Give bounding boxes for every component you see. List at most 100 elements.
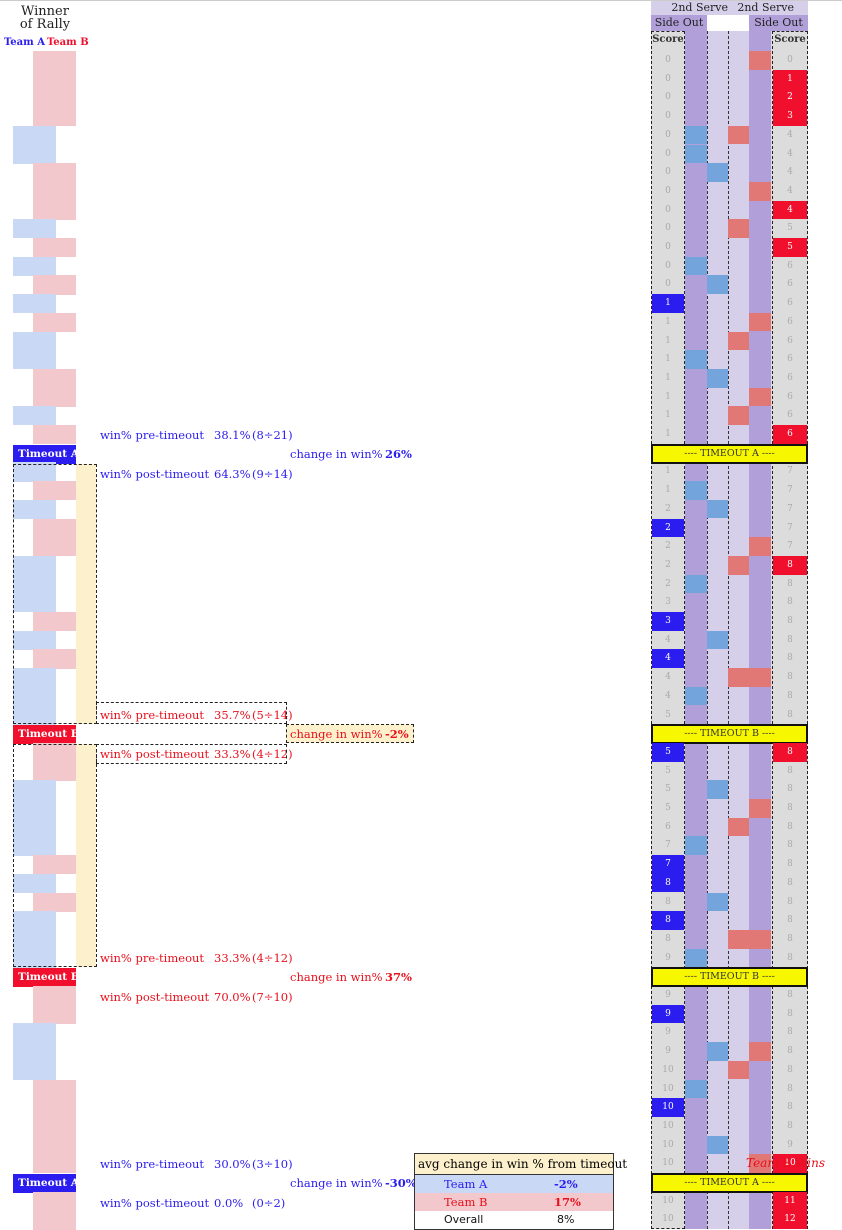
rally-block-22	[13, 462, 56, 482]
serve-a-text: 2nd Serve	[671, 1, 728, 14]
score-a-53: 10	[662, 1083, 674, 1094]
timeout-bar-1: ---- TIMEOUT A ----	[651, 443, 808, 464]
serve-cell-1	[685, 125, 707, 145]
score-b-52: 8	[787, 1064, 793, 1075]
rally-block-50	[13, 1023, 56, 1043]
score-b-21: 6	[773, 425, 807, 444]
avg-row-team-b: Team B 17%	[415, 1193, 613, 1211]
sideout-b-text: Side Out	[754, 16, 803, 29]
serve-cell-21	[707, 275, 728, 295]
score-b-44: 8	[787, 896, 793, 907]
pre-frac-2: (5÷14)	[252, 708, 293, 723]
post-pct-3: 70.0%	[214, 990, 251, 1005]
rally-block-19	[33, 387, 76, 407]
score-b-27: 8	[773, 555, 807, 575]
score-b-14: 6	[787, 298, 793, 309]
sideout-header-b: Side Out	[749, 15, 808, 31]
serve-header-b: 2nd Serve	[728, 0, 808, 15]
score-a-34: 4	[665, 690, 671, 701]
score-b-30: 8	[787, 616, 793, 626]
score-a-54: 10	[652, 1098, 684, 1117]
rally-block-58	[33, 1191, 76, 1211]
score-a-35: 5	[665, 709, 671, 720]
serve-cell-34	[749, 668, 771, 687]
pre-frac-3: (4÷12)	[252, 951, 293, 966]
rally-block-32	[33, 649, 76, 669]
rally-block-28	[13, 574, 56, 594]
serve-cell-19	[728, 1060, 749, 1080]
serve-cell-18	[685, 1079, 707, 1099]
avg-value-team-a: -2%	[554, 1177, 578, 1191]
serve-cell-30	[749, 181, 771, 201]
rally-block-9	[33, 200, 76, 220]
change-value-4: -30%	[385, 1176, 417, 1190]
rally-block-38	[13, 780, 56, 800]
rally-block-21	[33, 425, 76, 445]
score-a-37: 5	[665, 765, 671, 776]
serve-cell-13	[728, 668, 749, 687]
score-a-27: 2	[665, 559, 671, 570]
bracket-1-outline	[13, 463, 97, 725]
heading-line2: of Rally	[19, 17, 71, 32]
bracket-2-outline	[13, 744, 97, 968]
timeout-label-1: Timeout A	[13, 444, 76, 464]
score-b-19: 6	[787, 391, 793, 402]
score-a-41: 7	[665, 840, 671, 851]
score-a-49: 9	[652, 1004, 684, 1024]
serve-cell-28	[707, 1135, 728, 1155]
pre-label-3: win% pre-timeout	[100, 951, 205, 966]
serve-cell-12	[685, 686, 707, 706]
score-a-1: 0	[665, 55, 671, 65]
rally-block-25	[33, 518, 76, 538]
sep-b	[728, 31, 729, 1230]
score-a-44: 8	[665, 896, 671, 907]
pre-pct-4: 30.0%	[214, 1157, 251, 1171]
serve-cell-10	[685, 574, 707, 594]
score-a-28: 2	[665, 578, 671, 589]
score-a-14: 1	[652, 294, 684, 313]
rally-block-16	[13, 331, 56, 351]
rally-block-49	[33, 1004, 76, 1024]
rally-block-7	[33, 163, 76, 183]
score-b-24: 7	[787, 503, 793, 514]
score-a-21: 1	[665, 429, 671, 439]
score-b-45: 8	[787, 915, 793, 926]
rally-block-57	[33, 1154, 76, 1174]
serve-cell-37	[749, 1042, 771, 1061]
score-a-25: 2	[652, 518, 684, 538]
serve-cell-14	[685, 836, 707, 856]
pre-pct-3: 33.3%	[214, 951, 251, 966]
serve-cell-31	[749, 312, 771, 332]
avg-label-overall: Overall	[444, 1213, 484, 1226]
score-b-54: 8	[787, 1102, 793, 1113]
rally-block-27	[13, 555, 56, 576]
score-b-39: 8	[787, 803, 793, 813]
score-b-31: 8	[787, 634, 793, 645]
rally-block-20	[13, 406, 56, 426]
score-a-17: 1	[665, 354, 671, 365]
score-b-42: 8	[787, 859, 793, 870]
serve-col-a-bg	[707, 31, 728, 1230]
serve-cell-23	[707, 499, 728, 519]
score-a-31: 4	[665, 634, 671, 645]
bracket-2-tan	[76, 744, 96, 968]
post-pct-2: 33.3%	[214, 747, 251, 762]
serve-header-a: 2nd Serve	[651, 0, 728, 15]
rally-block-47	[13, 948, 56, 968]
serve-cell-24	[707, 630, 728, 650]
winner-text: Team B Wins	[746, 1156, 826, 1170]
score-a-6: 0	[665, 148, 671, 159]
score-b-49: 8	[787, 1008, 793, 1019]
score-col-b-bg	[771, 31, 808, 1230]
score-b-23: 7	[787, 485, 793, 496]
rally-block-31	[13, 630, 56, 650]
score-b-58: 11	[773, 1191, 807, 1211]
score-b-56: 9	[787, 1139, 793, 1150]
serve-cell-3	[685, 144, 707, 164]
score-b-16: 6	[787, 335, 793, 346]
pre-label-1: win% pre-timeout	[100, 427, 205, 442]
score-a-9: 0	[665, 204, 671, 215]
serve-cell-8	[728, 406, 749, 425]
serve-cell-11	[728, 555, 749, 575]
score-a-52: 10	[662, 1064, 674, 1075]
